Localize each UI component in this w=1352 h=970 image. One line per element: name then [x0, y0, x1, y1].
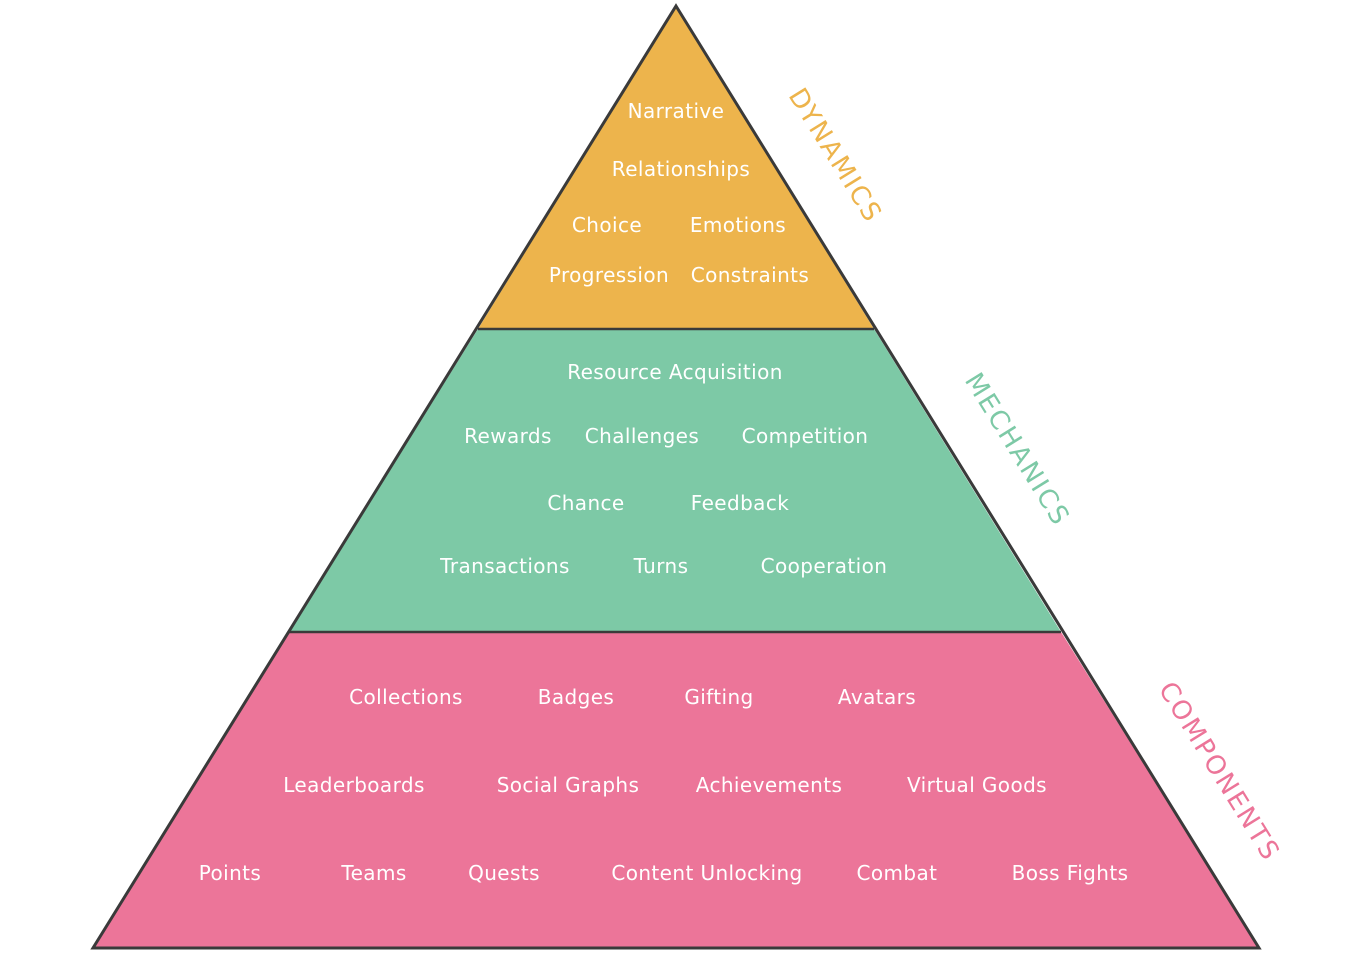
components-item-points: Points: [199, 861, 261, 885]
components-item-boss-fights: Boss Fights: [1012, 861, 1129, 885]
mechanics-item-cooperation: Cooperation: [761, 554, 888, 578]
mechanics-item-turns: Turns: [633, 554, 689, 578]
mechanics-item-chance: Chance: [547, 491, 624, 515]
dynamics-item-progression: Progression: [549, 263, 669, 287]
dynamics-tier: [478, 6, 874, 329]
dynamics-item-choice: Choice: [572, 213, 642, 237]
components-tier: [93, 632, 1259, 948]
components-item-content-unlocking: Content Unlocking: [611, 861, 802, 885]
mechanics-item-competition: Competition: [742, 424, 869, 448]
components-item-avatars: Avatars: [838, 685, 916, 709]
mechanics-item-transactions: Transactions: [439, 554, 570, 578]
components-item-collections: Collections: [349, 685, 463, 709]
mechanics-item-feedback: Feedback: [691, 491, 789, 515]
mechanics-item-challenges: Challenges: [585, 424, 699, 448]
mechanics-item-resource-acquisition: Resource Acquisition: [567, 360, 783, 384]
dynamics-item-emotions: Emotions: [690, 213, 786, 237]
mechanics-tier: [289, 329, 1061, 632]
components-item-teams: Teams: [340, 861, 406, 885]
components-item-combat: Combat: [857, 861, 938, 885]
components-item-badges: Badges: [538, 685, 615, 709]
pyramid-outline: [90, 3, 1262, 950]
components-item-virtual-goods: Virtual Goods: [907, 773, 1047, 797]
components-item-achievements: Achievements: [696, 773, 843, 797]
dynamics-item-constraints: Constraints: [691, 263, 810, 287]
components-item-quests: Quests: [468, 861, 540, 885]
dynamics-item-relationships: Relationships: [612, 157, 750, 181]
mechanics-item-rewards: Rewards: [464, 424, 552, 448]
components-item-social-graphs: Social Graphs: [497, 773, 640, 797]
components-item-gifting: Gifting: [684, 685, 753, 709]
components-item-leaderboards: Leaderboards: [283, 773, 425, 797]
dynamics-item-narrative: Narrative: [628, 99, 725, 123]
